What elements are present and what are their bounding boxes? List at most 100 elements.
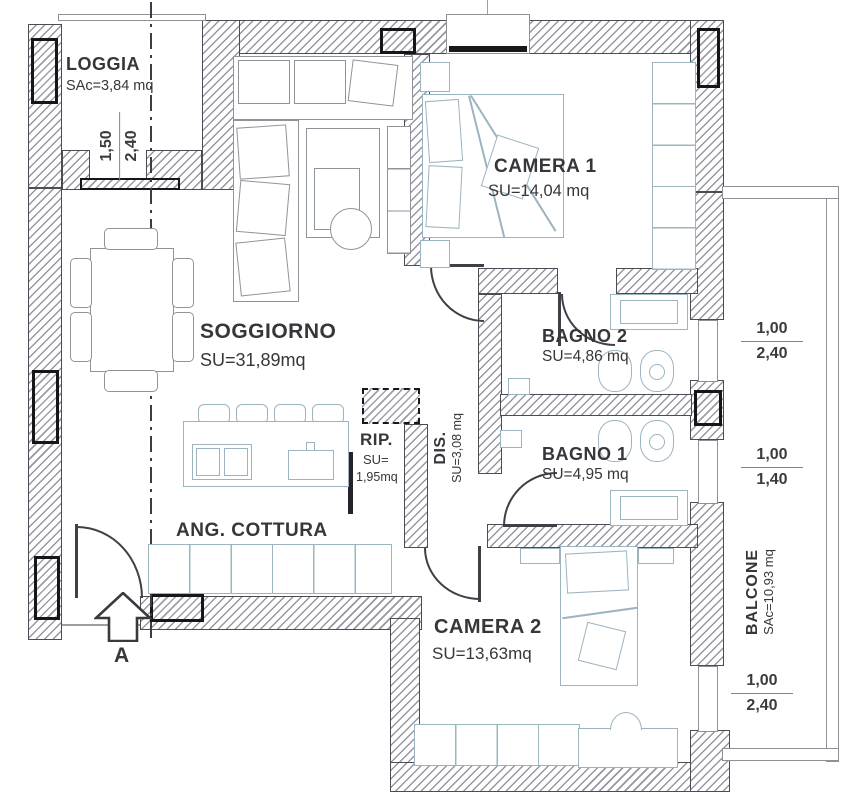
- sofa-cushion: [347, 59, 399, 107]
- top-window-centerline: [487, 0, 488, 14]
- wardrobe-camera1: [652, 62, 696, 270]
- sofa-cushion: [235, 237, 291, 297]
- island-faucet: [306, 442, 315, 451]
- balcone-area: SAc=10,93 mq: [761, 549, 777, 635]
- left-window-low: [34, 556, 60, 620]
- right-door-top-frame: [698, 320, 718, 382]
- dining-chair: [104, 370, 158, 392]
- sofa-cushion: [294, 60, 346, 104]
- loggia-window: [31, 38, 58, 104]
- wall-camera2-top: [487, 524, 698, 548]
- room-label-bagno2: BAGNO 2: [542, 326, 628, 346]
- top-wall-junction-block: [380, 28, 416, 54]
- bidet-drain: [649, 434, 665, 450]
- room-area-rip-prefix: SU=: [363, 452, 389, 467]
- dimension-denominator: 2,40: [746, 697, 778, 715]
- entrance-arrow-icon: [94, 592, 152, 642]
- right-top-window: [697, 28, 720, 88]
- loggia-railing: [58, 14, 206, 21]
- camera1-top-window-sill: [449, 46, 527, 52]
- soggiorno-bottom-vent: [150, 594, 204, 622]
- entrance-door-arc: [77, 526, 143, 598]
- dining-table: [90, 248, 174, 372]
- room-label-loggia: LOGGIA: [66, 54, 140, 74]
- loggia-door-sill: [80, 178, 180, 190]
- nightstand: [520, 548, 560, 564]
- desk-chair: [610, 712, 642, 730]
- room-label-ang-cottura: ANG. COTTURA: [176, 520, 328, 541]
- dimension-numerator: 1,00: [746, 672, 778, 689]
- rip-wall-block: [362, 388, 420, 424]
- bed-pillow: [564, 550, 630, 594]
- right-wall-pillar-window: [694, 390, 722, 426]
- room-area-bagno2: SU=4,86 mq: [542, 348, 629, 365]
- dining-chair: [172, 312, 194, 362]
- dimension-right-middle: 1,00 1,40: [737, 444, 807, 492]
- balcone-name: BALCONE: [744, 548, 761, 636]
- dimension-denominator: 2,40: [756, 345, 788, 363]
- dining-chair: [70, 312, 92, 362]
- dining-chair: [70, 258, 92, 308]
- sofa-cushion: [236, 124, 290, 180]
- bed-pillow: [424, 98, 464, 164]
- bed-pillow: [425, 165, 463, 229]
- left-window: [32, 370, 59, 444]
- island-sink: [288, 450, 334, 480]
- toilet: [598, 420, 632, 462]
- nightstand: [420, 62, 450, 92]
- dimension-denominator: 2,40: [123, 130, 141, 162]
- dimension-right-top: 1,00 2,40: [737, 318, 807, 366]
- entrance-threshold: [62, 624, 140, 626]
- dimension-numerator: 1,00: [756, 320, 788, 337]
- dimension-loggia-opening: 1,50 2,40: [96, 108, 144, 184]
- wall-camera1-bottom-a: [478, 268, 558, 294]
- bagno2-door-leaf: [558, 292, 561, 346]
- bathroom-sink-basin: [620, 496, 678, 520]
- room-area-camera1: SU=14,04 mq: [488, 182, 590, 200]
- room-label-soggiorno: SOGGIORNO: [200, 320, 337, 343]
- room-label-bagno1: BAGNO 1: [542, 444, 628, 464]
- rip-sliding-door: [348, 452, 353, 514]
- entrance-label: A: [114, 644, 130, 667]
- floor-drain: [500, 430, 522, 448]
- dis-area: SU=3,08 mq: [450, 413, 465, 483]
- room-area-soggiorno: SU=31,89mq: [200, 350, 306, 370]
- wall-bagni-divider: [500, 394, 692, 416]
- bidet-drain: [649, 364, 665, 380]
- wardrobe-camera2: [414, 724, 580, 766]
- island-cooktop-burner: [224, 448, 248, 476]
- camera1-door-leaf: [430, 264, 484, 267]
- dining-chair: [172, 258, 194, 308]
- dimension-numerator: 1,50: [98, 130, 116, 162]
- room-area-rip-value: 1,95mq: [356, 470, 398, 484]
- balcony-railing-top: [722, 186, 839, 199]
- desk: [578, 728, 678, 768]
- dimension-numerator: 1,00: [756, 446, 788, 463]
- dining-chair: [104, 228, 158, 250]
- floor-drain: [508, 378, 530, 395]
- coffee-table-bowl: [330, 208, 372, 250]
- room-label-balcone: BALCONE SAc=10,93 mq: [744, 530, 784, 654]
- room-label-camera1: CAMERA 1: [494, 156, 597, 177]
- dis-name: DIS.: [432, 431, 449, 465]
- nightstand: [420, 240, 450, 268]
- island-cooktop-burner: [196, 448, 220, 476]
- sofa-cushion: [238, 60, 290, 104]
- wall-right-e: [690, 730, 730, 792]
- right-window-mid-frame: [698, 440, 718, 504]
- bathroom-sink-basin: [620, 300, 678, 324]
- right-door-bottom-frame: [698, 666, 718, 732]
- balcony-railing-bottom: [722, 748, 839, 761]
- room-area-loggia: SAc=3,84 mq: [66, 78, 154, 94]
- dimension-bar: [731, 693, 793, 695]
- dimension-right-bottom: 1,00 2,40: [727, 670, 797, 718]
- sofa-cushion: [235, 179, 291, 237]
- camera1-door-arc: [430, 266, 484, 322]
- camera2-door-arc: [424, 548, 480, 600]
- toilet: [598, 350, 632, 392]
- dimension-bar: [741, 467, 803, 469]
- dimension-bar: [119, 111, 121, 180]
- room-label-camera2: CAMERA 2: [434, 616, 542, 638]
- wall-camera1-bottom-b: [616, 268, 698, 294]
